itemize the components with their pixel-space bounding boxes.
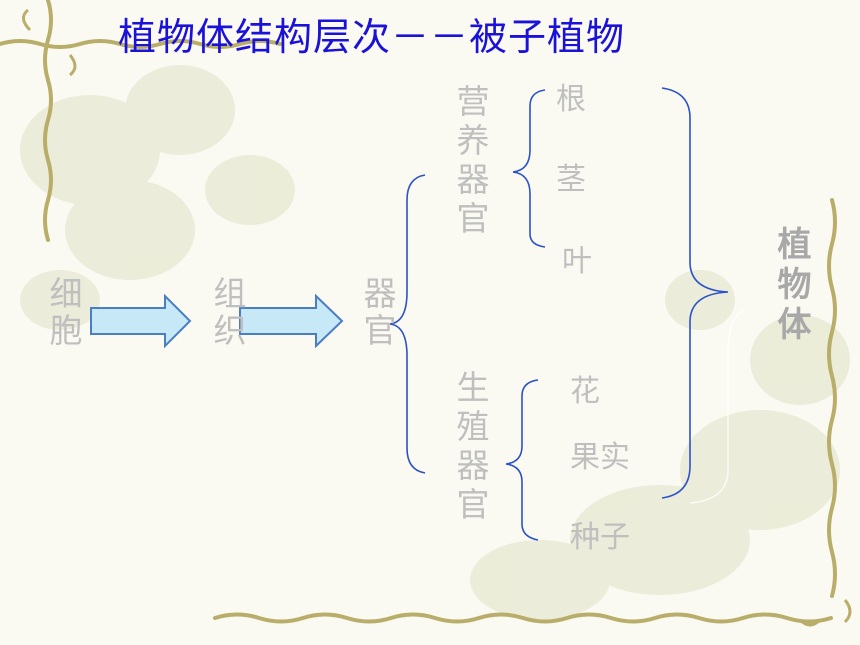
bracket-reproductive bbox=[505, 379, 539, 541]
organ-seed: 种子 bbox=[570, 520, 630, 555]
flower-shape bbox=[65, 180, 195, 280]
vine-curl bbox=[798, 618, 822, 627]
organ-stem: 茎 bbox=[556, 162, 586, 197]
flower-shape bbox=[570, 485, 750, 595]
organ-root: 根 bbox=[556, 82, 586, 117]
group-reproductive-label: 生殖器官 bbox=[451, 370, 490, 526]
group-vegetative-label: 营养器官 bbox=[451, 84, 490, 240]
level-plant-body: 植物体 bbox=[771, 226, 811, 346]
organ-fruit: 果实 bbox=[570, 440, 630, 475]
flower-shape bbox=[20, 270, 100, 330]
flower-shape bbox=[680, 410, 840, 530]
vine-curl bbox=[843, 599, 852, 624]
arrow-tissue-to-organ bbox=[239, 293, 344, 349]
arrow-cell-to-tissue bbox=[90, 293, 192, 349]
level-cell: 细胞 bbox=[44, 276, 83, 350]
vine-bottom bbox=[213, 612, 833, 624]
flower-shape bbox=[470, 540, 610, 620]
vine-curl bbox=[68, 54, 77, 77]
level-organ: 器官 bbox=[358, 276, 397, 350]
bracket-shadow bbox=[689, 309, 746, 504]
vine-top bbox=[0, 39, 282, 49]
flower-shape bbox=[205, 155, 295, 225]
organ-leaf: 叶 bbox=[562, 244, 592, 279]
flower-shape bbox=[750, 315, 850, 405]
level-tissue: 组织 bbox=[208, 276, 247, 350]
vine-left bbox=[43, 0, 53, 242]
organ-flower: 花 bbox=[570, 374, 600, 409]
bracket-vegetative bbox=[512, 89, 546, 248]
bracket-plant-body bbox=[661, 87, 729, 499]
slide-title: 植物体结构层次－－被子植物 bbox=[118, 15, 626, 59]
bracket-organ bbox=[389, 174, 426, 474]
vine-curl bbox=[22, 8, 32, 32]
flower-shape bbox=[20, 95, 160, 205]
flower-shape bbox=[125, 65, 235, 155]
vine-right bbox=[827, 198, 837, 598]
